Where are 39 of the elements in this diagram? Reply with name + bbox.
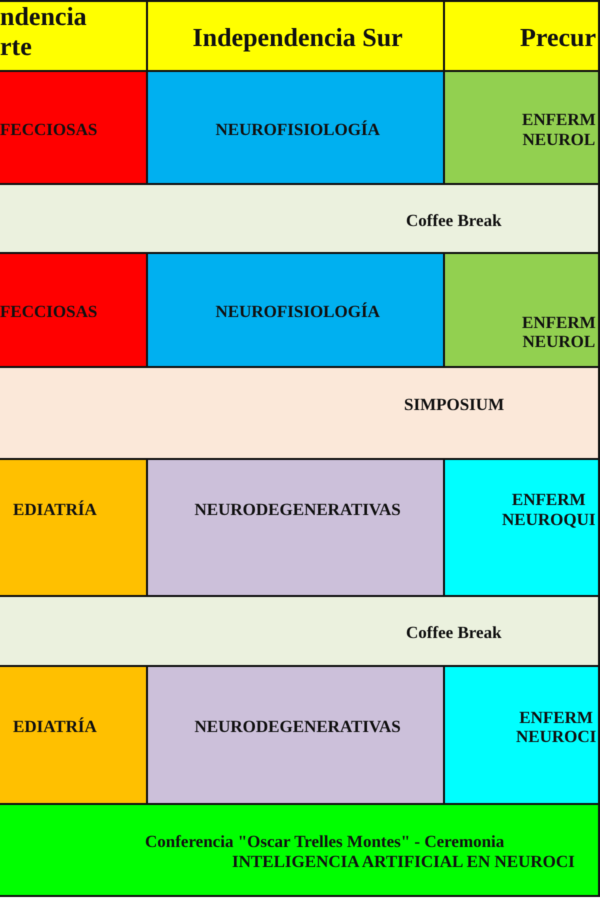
session-label: Precur (520, 23, 596, 53)
session-label: NEURODEGENERATIVAS (194, 500, 401, 520)
column-header (0, 0, 148, 72)
session-cell (443, 458, 600, 597)
session-row (0, 366, 600, 460)
session-cell (443, 665, 600, 805)
session-cell (146, 70, 445, 185)
session-label: NEUROFISIOLOGÍA (216, 120, 380, 140)
session-label: Conferencia "Oscar Trelles Montes" - Ceremonia (145, 832, 504, 852)
session-label: FECCIOSAS (0, 302, 98, 322)
session-label: NEUROFISIOLOGÍA (216, 302, 380, 322)
session-cell (146, 252, 445, 368)
session-cell (0, 70, 148, 185)
break-row (0, 595, 600, 667)
session-label: Coffee Break (406, 210, 502, 230)
session-label: FECCIOSAS (0, 120, 98, 140)
session-cell (0, 665, 148, 805)
closing-row (0, 803, 600, 897)
session-cell (0, 252, 148, 368)
session-label: EDIATRÍA (13, 717, 97, 737)
session-label: ENFERM NEUROQUI (502, 490, 596, 530)
break-row (0, 183, 600, 254)
session-label: ndencia rte (0, 2, 87, 62)
column-header (146, 0, 445, 72)
session-label: ENFERM NEUROL (522, 312, 596, 352)
session-label: ENFERM NEUROCI (516, 708, 596, 747)
session-cell (146, 458, 445, 597)
session-label: Independencia Sur (192, 23, 403, 53)
session-label: Coffee Break (406, 623, 502, 643)
session-label: SIMPOSIUM (404, 395, 504, 415)
session-cell (146, 665, 445, 805)
session-cell (443, 70, 600, 185)
session-cell (0, 458, 148, 597)
session-label: ENFERM NEUROL (522, 110, 596, 150)
session-label: EDIATRÍA (13, 500, 97, 520)
session-cell (443, 252, 600, 368)
session-label: INTELIGENCIA ARTIFICIAL EN NEUROCI (232, 852, 575, 872)
column-header (443, 0, 600, 72)
session-label: NEURODEGENERATIVAS (194, 717, 401, 737)
